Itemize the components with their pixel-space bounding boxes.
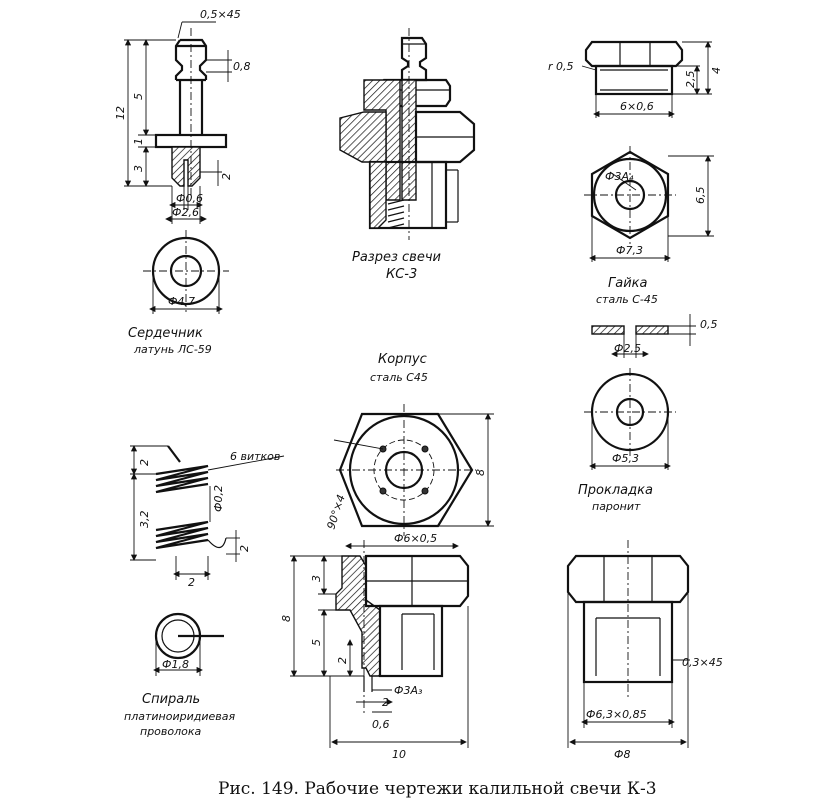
dim-core-d26: Ф2,6 [172, 206, 199, 219]
dim-body-chamfer: 0,3×45 [682, 656, 723, 669]
dim-spiral-d18: Ф1,8 [162, 658, 189, 671]
body-material: сталь С45 [370, 371, 428, 384]
dim-spiral-w2: 2 [188, 576, 195, 589]
dim-body-holes: 90°×4 [324, 493, 347, 531]
dim-body-thread: Ф6,3×0,85 [586, 708, 647, 721]
dim-spiral-wire: Ф0,2 [212, 485, 225, 512]
body-top-view [333, 404, 494, 536]
core-top-view [143, 230, 229, 314]
dim-body-across: 8 [474, 469, 487, 476]
dim-body-thread-top: Ф6×0,5 [394, 532, 437, 545]
core-title: Сердечник [128, 326, 203, 341]
dim-body-h5: 5 [310, 639, 323, 646]
body-side-view [566, 540, 690, 748]
dim-nut-hole: Ф3А₄ [605, 170, 634, 183]
spiral-material-2: проволока [140, 725, 202, 738]
dim-nut-radius: r 0,5 [548, 60, 574, 73]
dim-core-d47: Ф4,7 [168, 295, 195, 308]
dim-core-d06: Ф0,6 [176, 192, 203, 205]
section-title: Разрез свечи [352, 250, 441, 265]
dim-body-step-06: 0,6 [372, 718, 390, 731]
nut-title: Гайка [608, 276, 648, 291]
body-title: Корпус [378, 352, 427, 367]
dim-nut-h25: 2,5 [684, 71, 697, 89]
dim-core-len-1: 1 [132, 138, 145, 145]
dim-spiral-pitch: 2 [238, 545, 251, 552]
dim-body-h3: 3 [310, 575, 323, 582]
nut-top-view [584, 146, 714, 262]
dim-spiral-top2: 2 [138, 459, 151, 466]
dim-gasket-d25: Ф2,5 [614, 342, 641, 355]
gasket-side-view [591, 314, 696, 358]
dim-body-bore: Ф3А₃ [394, 684, 423, 697]
spiral-top-view [153, 612, 224, 676]
spiral-turns: 6 витков [230, 450, 280, 463]
core-side-view [124, 21, 232, 224]
dim-core-chamfer: 0,5×45 [200, 8, 241, 21]
nut-material: сталь С-45 [596, 293, 658, 306]
dim-gasket-d53: Ф5,3 [612, 452, 639, 465]
dim-body-h8: 8 [280, 615, 293, 622]
figure-caption: Рис. 149. Рабочие чертежи калильной свеч… [218, 779, 657, 799]
dim-body-len10: 10 [392, 748, 406, 761]
spiral-side-view [130, 445, 285, 580]
core-material: латунь ЛС-59 [133, 343, 212, 356]
dim-body-h2: 2 [336, 657, 349, 664]
body-section-view [290, 540, 470, 748]
dim-core-len-upper: 5 [132, 93, 145, 100]
gasket-material: паронит [592, 500, 641, 513]
dim-core-len-2: 2 [220, 173, 233, 180]
dim-nut-thread: 6×0,6 [620, 100, 654, 113]
dim-core-groove: 0,8 [233, 60, 251, 73]
gasket-title: Прокладка [578, 483, 653, 498]
dim-core-len-3: 3 [132, 165, 145, 172]
spiral-material-1: платиноиридиевая [124, 710, 235, 723]
dim-body-step-2: 2 [382, 696, 389, 709]
dim-body-d8: Ф8 [614, 748, 630, 761]
dim-nut-d73: Ф7,3 [616, 244, 643, 257]
dim-nut-across: 6,5 [694, 187, 707, 205]
dim-gasket-t: 0,5 [700, 318, 718, 331]
nut-side-view [581, 40, 712, 118]
plug-section-view [339, 28, 476, 240]
dim-core-len-total: 12 [114, 106, 127, 120]
section-model: КС-3 [386, 267, 417, 282]
dim-nut-h4: 4 [710, 67, 723, 74]
spiral-title: Спираль [142, 692, 200, 707]
dim-spiral-h32: 3,2 [138, 511, 151, 529]
gasket-top-view [584, 368, 676, 470]
